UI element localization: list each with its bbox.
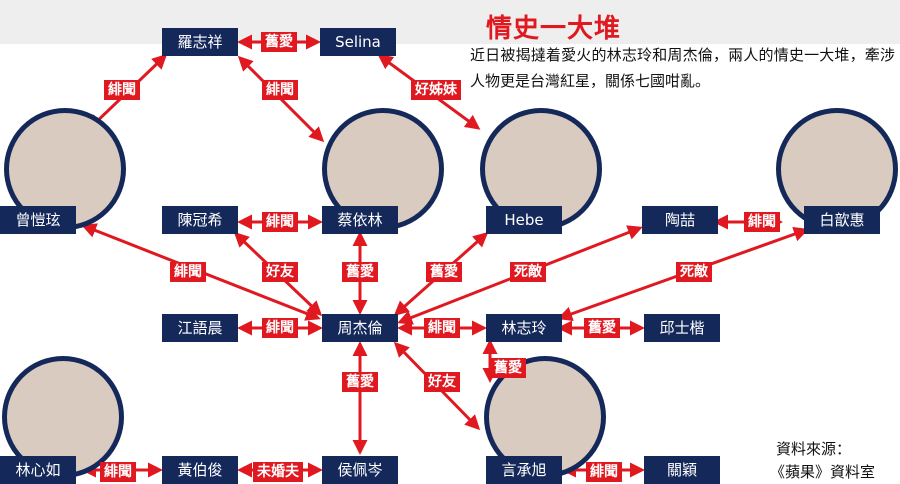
node-zengkaixuan: 曾愷玹 [0, 206, 76, 234]
node-caiyilin: 蔡依林 [322, 206, 398, 234]
relation-yan-guan: 緋聞 [586, 462, 622, 482]
source-label: 資料來源： [776, 440, 852, 458]
relation-zhou-lin: 緋聞 [424, 318, 460, 338]
header-band [0, 0, 900, 44]
node-qiushikai: 邱士楷 [644, 314, 720, 342]
relation-hebe-zhou: 舊愛 [426, 262, 462, 282]
node-luozhixiang: 羅志祥 [162, 28, 238, 56]
node-chenguanxi: 陳冠希 [162, 206, 238, 234]
relation-lin-qiu: 舊愛 [584, 318, 620, 338]
relation-huang-hou: 未婚夫 [253, 462, 303, 482]
relation-jiang-zhou: 緋聞 [262, 318, 298, 338]
node-huangbojun: 黃伯俊 [162, 456, 238, 484]
relation-tao-bai: 緋聞 [744, 212, 780, 232]
intro-paragraph: 近日被揭撻着愛火的林志玲和周杰倫，兩人的情史一大堆，牽涉人物更是台灣紅星，關係七… [470, 46, 895, 90]
chart-title: 情史一大堆 [486, 14, 622, 44]
relation-linxinru-huang: 緋聞 [100, 462, 136, 482]
relation-chen-zhou: 好友 [262, 262, 298, 282]
node-taozhe: 陶喆 [642, 206, 718, 234]
relation-selina-hebe: 好姊妹 [411, 80, 461, 100]
node-linxinru: 林心如 [0, 456, 76, 484]
relation-luo-cai: 緋聞 [262, 80, 298, 100]
relation-luo-zeng: 緋聞 [104, 80, 140, 100]
node-zhoujielun: 周杰倫 [322, 314, 398, 342]
node-jiangyuchen: 江語晨 [162, 314, 238, 342]
node-baixinhui: 白歆惠 [804, 206, 880, 234]
relation-zeng-zhou: 緋聞 [170, 262, 206, 282]
source-name: 《蘋果》資料室 [770, 463, 876, 481]
node-selina: Selina [320, 28, 396, 56]
relation-zhou-yan: 好友 [424, 372, 460, 392]
node-yanchengxu: 言承旭 [486, 456, 562, 484]
relation-chen-cai: 緋聞 [262, 212, 298, 232]
relation-zhou-hou: 舊愛 [342, 372, 378, 392]
relation-tao-lin: 死敵 [510, 262, 546, 282]
relation-bai-lin: 死敵 [676, 262, 712, 282]
node-hebe: Hebe [486, 206, 562, 234]
node-guanying: 關穎 [644, 456, 720, 484]
node-houpeicen: 侯佩岑 [322, 456, 398, 484]
relation-cai-zhou: 舊愛 [342, 262, 378, 282]
node-linzhiling: 林志玲 [486, 314, 562, 342]
relation-luo-selina: 舊愛 [261, 32, 297, 52]
relation-lin-yan: 舊愛 [490, 358, 526, 378]
